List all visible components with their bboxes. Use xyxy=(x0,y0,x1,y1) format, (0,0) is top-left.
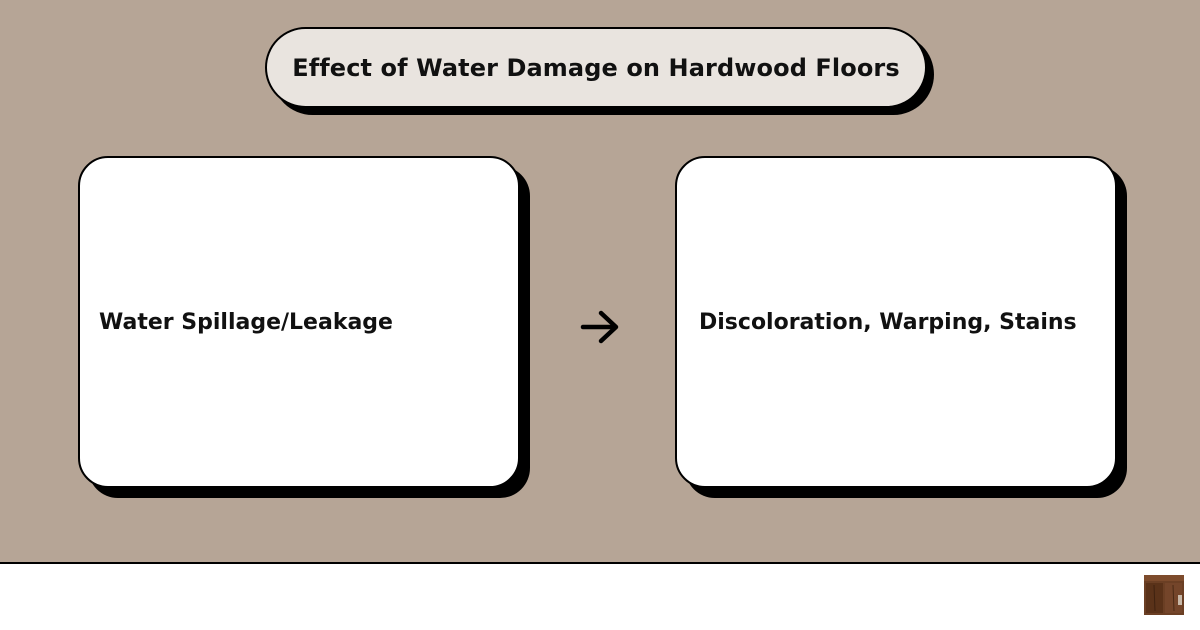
cause-label: Water Spillage/Leakage xyxy=(99,309,393,335)
effect-card: Discoloration, Warping, Stains xyxy=(675,156,1117,488)
wood-tile-icon xyxy=(1144,575,1184,615)
title-banner: Effect of Water Damage on Hardwood Floor… xyxy=(265,27,927,108)
arrow-right-icon xyxy=(580,310,619,344)
cause-card: Water Spillage/Leakage xyxy=(78,156,520,488)
effect-label: Discoloration, Warping, Stains xyxy=(699,309,1077,335)
diagram-canvas: Effect of Water Damage on Hardwood Floor… xyxy=(0,0,1200,564)
diagram-title: Effect of Water Damage on Hardwood Floor… xyxy=(292,53,900,82)
